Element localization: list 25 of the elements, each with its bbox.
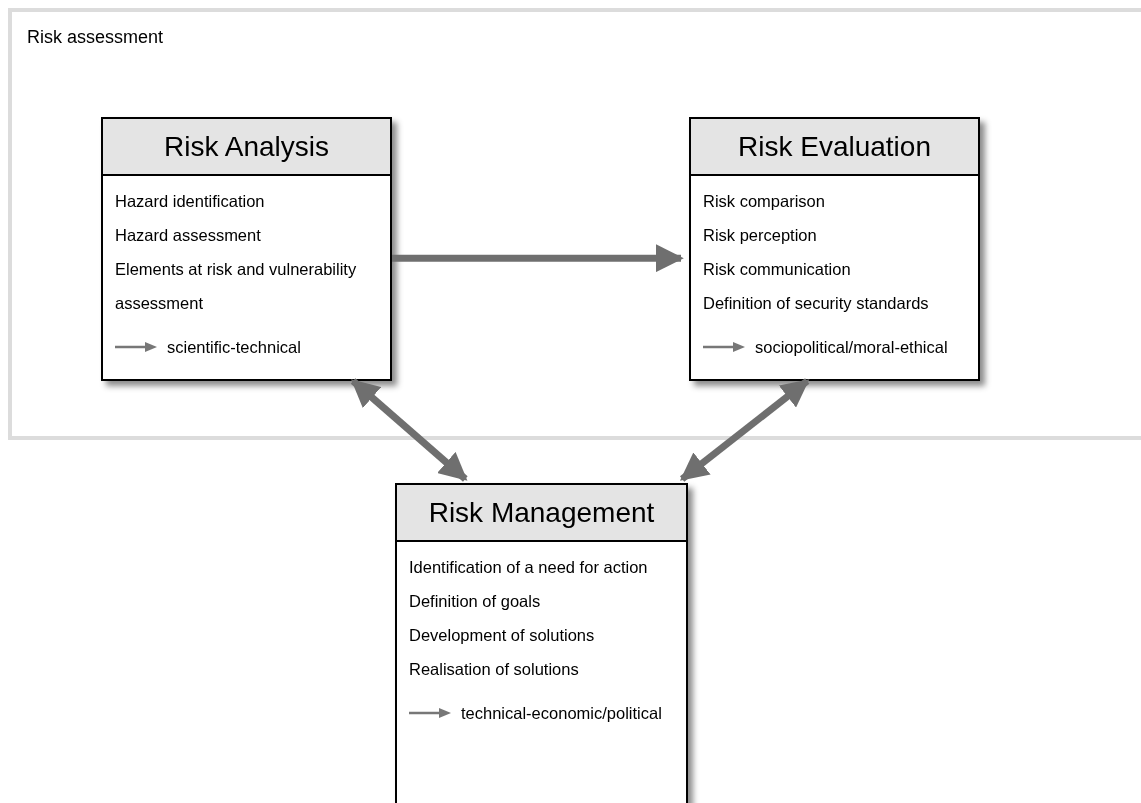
list-item: Realisation of solutions — [409, 659, 580, 680]
list-item: Definition of security standards — [703, 293, 930, 314]
list-item: Identification of a need for action — [409, 557, 649, 578]
list-item: Definition of goals — [409, 591, 542, 612]
list-item: Hazard assessment — [115, 225, 262, 246]
group-title: Risk assessment — [27, 26, 164, 49]
perspective-text: technical-economic/political — [461, 703, 662, 724]
list-item: Development of solutions — [409, 625, 596, 646]
list-item: Hazard identification — [115, 191, 266, 212]
perspective-text: sociopolitical/moral-ethical — [755, 337, 948, 358]
box-title: Risk Analysis — [164, 129, 329, 164]
box-title: Risk Management — [428, 495, 655, 530]
list-item: Risk communication — [703, 259, 852, 280]
process-box — [101, 117, 392, 381]
process-box — [689, 117, 980, 381]
list-item: Risk perception — [703, 225, 818, 246]
group-frame — [8, 8, 1141, 440]
arrow — [392, 244, 684, 273]
list-item: Risk comparison — [703, 191, 826, 212]
arrow — [350, 378, 468, 482]
perspective-text: scientific-technical — [167, 337, 301, 358]
arrow — [679, 378, 810, 482]
box-title: Risk Evaluation — [738, 129, 931, 164]
list-item: Elements at risk and vulnerability assessment — [115, 259, 358, 314]
process-box — [395, 483, 688, 803]
